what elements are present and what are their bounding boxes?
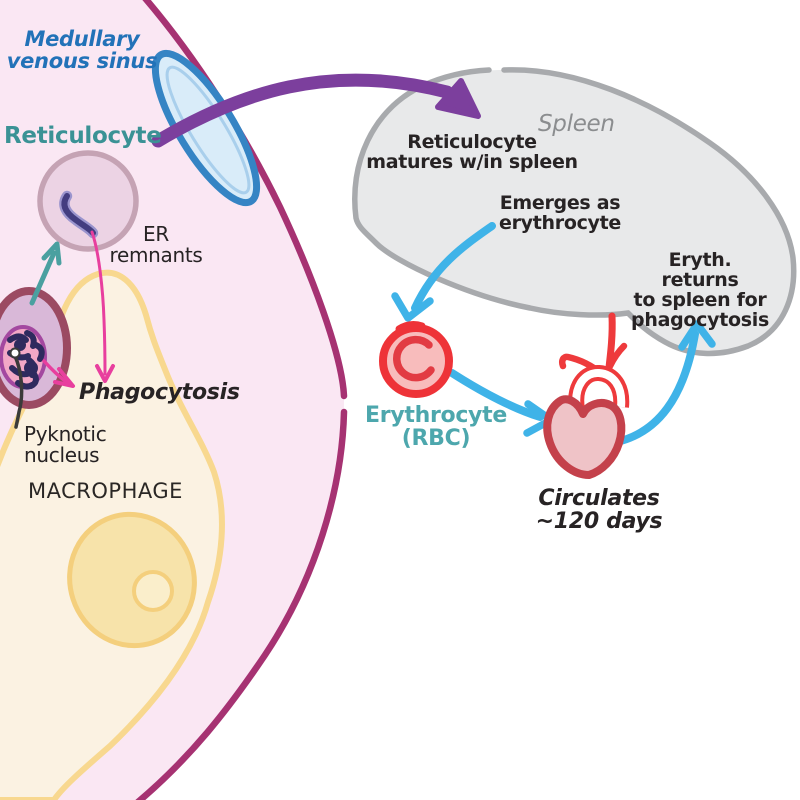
spleen-outline: [352, 67, 797, 357]
reticulocyte-cell: [37, 150, 139, 252]
pyknotic-nucleus-label: Pyknotic nucleus: [24, 422, 107, 468]
er-remnant-squiggle-core: [61, 193, 96, 236]
marrow-to-spleen-arrow: [151, 73, 481, 148]
rbc-overlap-stroke: [395, 321, 426, 333]
er-remnant-arrowhead: [95, 364, 115, 383]
er-remnant-arrow: [90, 230, 115, 383]
spleen-matures-label: Reticulocyte matures w/in spleen: [366, 131, 578, 174]
medullary-venous-sinus-label: Medullary venous sinus: [6, 27, 158, 74]
macrophage-nucleus: [67, 511, 197, 649]
reticulocyte-membrane: [37, 150, 139, 252]
extrusion-arrow: [42, 359, 75, 388]
heart-to-spleen-arrowhead: [678, 320, 716, 351]
macrophage-nucleolus: [132, 570, 174, 612]
aortic-arch-lumen: [572, 369, 626, 410]
maturation-arrowhead: [41, 241, 62, 266]
maturation-arrow: [29, 241, 62, 306]
bone-marrow-cell-membrane: [135, 408, 348, 800]
reticulocyte-label: Reticulocyte: [4, 123, 162, 149]
rbc-icon: [379, 321, 453, 398]
erythrocyte-rbc-label: Erythrocyte (RBC): [365, 403, 507, 452]
phagocytosis-label: Phagocytosis: [79, 380, 240, 405]
extrusion-arrowhead: [53, 367, 75, 388]
pyknotic-pointer-dot: [9, 347, 21, 359]
medullary-venous-sinus-shape: [151, 49, 261, 207]
heart-body: [543, 395, 626, 479]
macrophage-label: MACROPHAGE: [28, 479, 183, 503]
circulates-label: Circulates ~120 days: [535, 486, 663, 535]
pyknotic-pointer-line: [13, 354, 24, 429]
heart-icon: [543, 312, 630, 479]
rbc-inner-swirl: [393, 335, 435, 382]
heart-to-spleen-arrow: [613, 320, 716, 446]
bone-marrow-cell-membrane: [142, 0, 348, 400]
er-remnants-label: ER remnants: [109, 222, 203, 268]
macrophage-cell: [0, 269, 225, 800]
spleen-shape: [352, 67, 797, 357]
marrow-to-spleen-arrowhead: [435, 78, 481, 119]
spleen-to-rbc-arrow: [391, 222, 496, 322]
spleen-returns-label: Eryth. returns to spleen for phagocytosi…: [631, 249, 769, 332]
spleen-emerges-label: Emerges as erythrocyte: [499, 192, 621, 235]
spleen-body: [354, 69, 794, 354]
spleen-to-rbc-arrowhead: [391, 292, 434, 322]
sinus-inner-line: [165, 65, 251, 195]
erythroblast-cell: [0, 287, 75, 429]
spleen-title-label: Spleen: [538, 111, 615, 137]
